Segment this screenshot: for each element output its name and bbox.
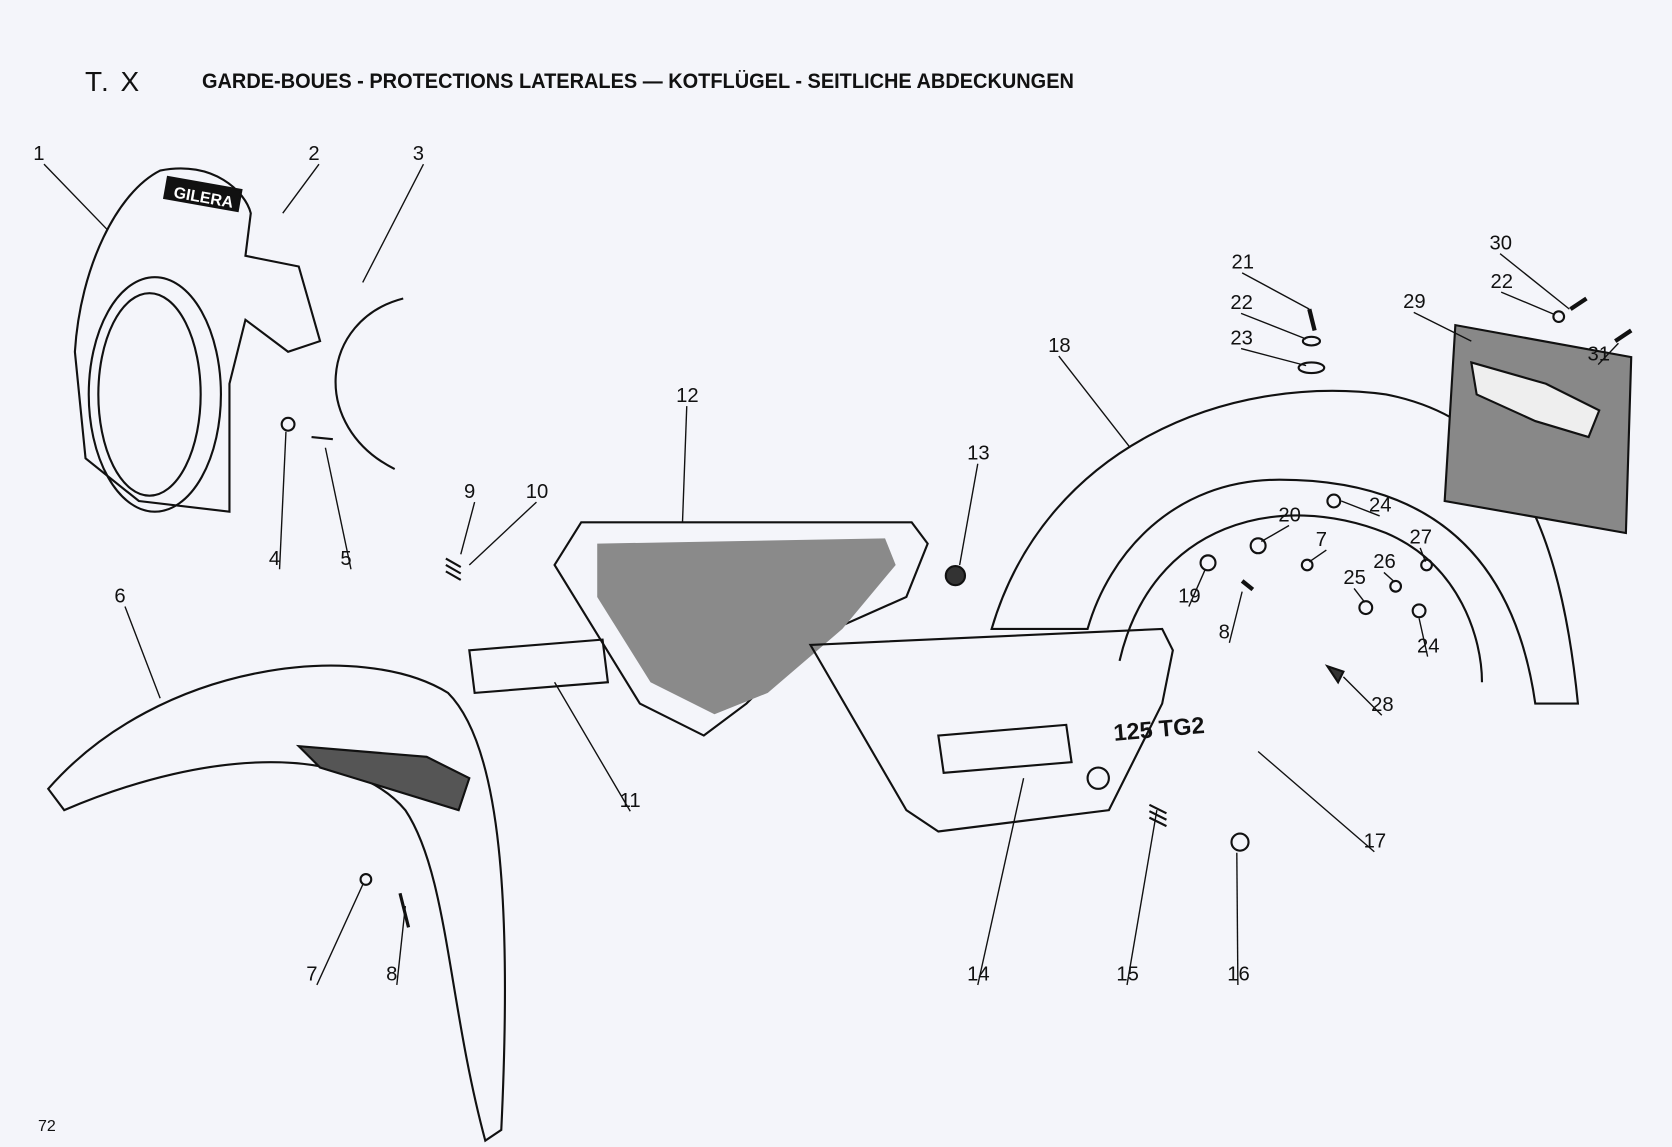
leader-line (1058, 355, 1131, 449)
leader-line (396, 906, 407, 986)
callout-20: 20 (1278, 504, 1301, 526)
callout-11: 11 (620, 790, 641, 812)
leader-line (1241, 272, 1310, 310)
callout-4: 4 (269, 548, 280, 570)
left-side-cover-part (553, 521, 929, 737)
leader-line (1383, 571, 1396, 583)
page-title: GARDE-BOUES - PROTECTIONS LATERALES — KO… (202, 70, 1074, 93)
leader-line (1240, 312, 1307, 340)
leader-line (1228, 591, 1243, 643)
leader-line (1413, 311, 1472, 342)
callout-16: 16 (1227, 964, 1250, 986)
headlight-ring-part (334, 297, 404, 470)
callout-12: 12 (676, 385, 699, 407)
license-plate-part (1443, 323, 1633, 535)
callout-17: 17 (1364, 830, 1387, 852)
model-decal: 125 TG2 (1112, 712, 1205, 746)
callout-3: 3 (413, 143, 424, 165)
leader-line (553, 681, 631, 812)
front-fender-part (46, 664, 507, 1143)
callout-5: 5 (340, 548, 351, 570)
page-number: 72 (38, 1118, 56, 1135)
callout-29: 29 (1403, 291, 1426, 313)
callout-13: 13 (967, 442, 990, 464)
leader-line (1419, 547, 1427, 563)
leader-line (1188, 570, 1206, 607)
callout-8: 8 (386, 964, 397, 986)
leader-line (460, 501, 476, 555)
leader-line (1240, 347, 1307, 367)
callout-27: 27 (1410, 527, 1433, 549)
rear-fender-part (990, 389, 1580, 705)
callout-31: 31 (1588, 343, 1611, 365)
callout-23: 23 (1230, 327, 1253, 349)
leader-line (282, 163, 320, 214)
callout-26: 26 (1373, 551, 1396, 573)
callout-18: 18 (1048, 335, 1071, 357)
callout-22: 22 (1491, 271, 1514, 293)
callout-28: 28 (1371, 694, 1394, 716)
callout-7: 7 (1316, 529, 1327, 551)
callout-21: 21 (1231, 252, 1254, 274)
leader-line (316, 884, 364, 986)
leader-line (681, 406, 688, 523)
leader-line (1353, 588, 1366, 603)
callout-15: 15 (1116, 964, 1139, 986)
leader-line (278, 431, 287, 570)
right-side-cover-part: 125 TG2 (808, 627, 1206, 833)
leader-line (1418, 618, 1429, 657)
leader-line (1341, 500, 1380, 517)
callout-6: 6 (114, 585, 125, 607)
leader-line (43, 163, 108, 230)
leader-line (324, 447, 352, 570)
leader-line (1308, 549, 1327, 563)
callout-1: 1 (33, 143, 44, 165)
leader-line (468, 501, 537, 566)
callout-22: 22 (1230, 292, 1253, 314)
callout-30: 30 (1489, 232, 1512, 254)
callout-19: 19 (1178, 585, 1201, 607)
plate-code: T. X (85, 66, 142, 97)
headlight-cover-part: GILERA (73, 167, 322, 513)
callout-9: 9 (464, 481, 475, 503)
leader-line (1342, 676, 1383, 716)
callout-25: 25 (1343, 567, 1366, 589)
leader-line (362, 163, 425, 283)
leader-line (1126, 810, 1158, 986)
callout-14: 14 (967, 964, 990, 986)
leader-line (124, 606, 161, 699)
callout-8: 8 (1219, 622, 1230, 644)
leader-line (1236, 852, 1239, 985)
warning-decal-part (468, 638, 610, 695)
callout-24: 24 (1417, 635, 1440, 657)
callout-10: 10 (526, 481, 549, 503)
callout-2: 2 (308, 143, 319, 165)
leader-line (958, 463, 979, 566)
leader-line (1260, 524, 1290, 543)
leader-line (1257, 750, 1375, 853)
leader-line (1499, 253, 1570, 310)
leader-line (1597, 342, 1619, 366)
callout-24: 24 (1369, 495, 1392, 517)
leader-line (977, 778, 1025, 986)
callout-7: 7 (306, 964, 317, 986)
leader-line (1500, 291, 1555, 316)
